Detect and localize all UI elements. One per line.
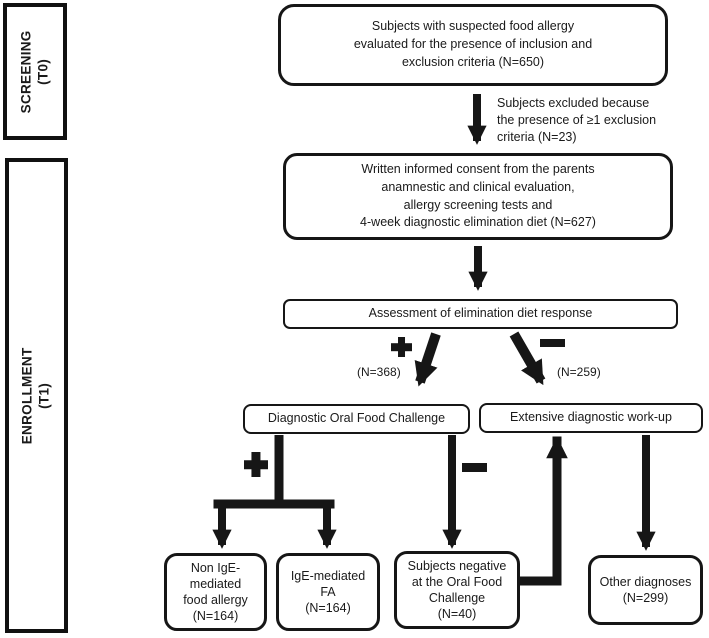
stage-enrollment-label: ENROLLMENT (T1) (20, 347, 54, 444)
box-oral-food-challenge: Diagnostic Oral Food Challenge (243, 404, 470, 434)
plus-icon (391, 337, 412, 357)
note-excluded-subjects: Subjects excluded because the presence o… (497, 96, 657, 144)
arrow-assessment-positive (414, 332, 441, 387)
stage-enrollment: ENROLLMENT (T1) (5, 158, 68, 633)
box-non-ige-mediated: Non IgE- mediated food allergy (N=164) (164, 553, 267, 631)
plus-icon (244, 452, 268, 477)
stage-screening: SCREENING (T0) (3, 3, 67, 140)
box-ige-mediated: IgE-mediated FA (N=164) (276, 553, 380, 631)
box-diagnostic-workup: Extensive diagnostic work-up (479, 403, 703, 433)
stage-enrollment-timepoint: (T1) (36, 382, 52, 409)
box-informed-consent: Written informed consent from the parent… (283, 153, 673, 240)
stage-screening-title: SCREENING (18, 30, 34, 113)
minus-icon (540, 339, 565, 347)
arrow-assessment-negative (509, 331, 546, 386)
box-other-diagnoses: Other diagnoses (N=299) (588, 555, 703, 625)
label-positive-count: (N=368) (357, 365, 401, 379)
stage-enrollment-title: ENROLLMENT (19, 347, 35, 444)
box-ofc-negative: Subjects negative at the Oral Food Chall… (394, 551, 520, 629)
stage-screening-label: SCREENING (T0) (18, 30, 52, 113)
connector-negative-to-workup (516, 436, 568, 586)
box-assessment: Assessment of elimination diet response (283, 299, 678, 329)
stage-screening-timepoint: (T0) (35, 58, 50, 85)
label-negative-count: (N=259) (557, 365, 601, 379)
minus-icon (462, 463, 487, 472)
box-suspected-subjects: Subjects with suspected food allergy eva… (278, 4, 668, 86)
